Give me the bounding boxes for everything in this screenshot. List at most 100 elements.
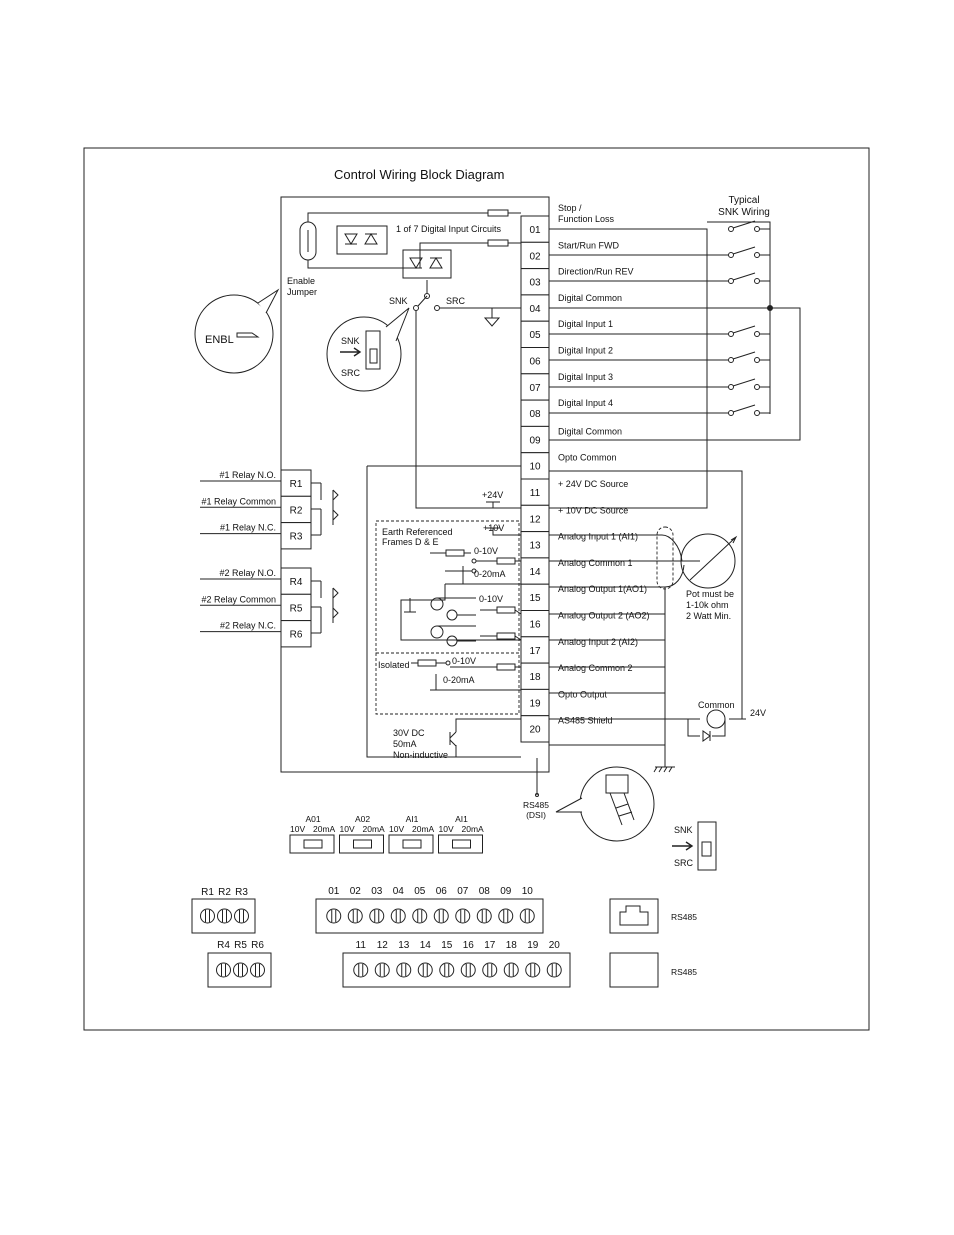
terminal-label: + 10V DC Source [558,505,628,515]
opto-rating-1: 30V DC [393,728,425,738]
terminal-block [342,952,571,988]
frames-label: Frames D & E [382,537,439,547]
block-terminal-label: 08 [479,886,491,897]
block-terminal-label: 15 [441,940,453,951]
terminal-label: Stop / [558,203,582,213]
switch-lever [732,246,756,255]
relay-label: #2 Relay N.O. [219,568,276,578]
block-terminal-label: R1 [201,887,214,898]
common-label: Common [698,700,735,710]
dip-switch-slider [452,839,471,849]
terminal-box [520,373,550,401]
terminal-box [520,610,550,638]
terminal-number: 05 [529,330,541,341]
block-terminal-label: R3 [235,887,248,898]
block-terminal-label: 13 [398,940,410,951]
rs485-dsi-label: RS485 [523,800,549,810]
screw-icon[interactable] [482,962,498,978]
src-bottom-label: SRC [674,858,694,868]
screw-icon[interactable] [412,908,428,924]
screw-icon[interactable] [250,962,265,978]
screw-icon[interactable] [433,908,449,924]
screw-icon[interactable] [233,962,248,978]
dip-switch-name: AI1 [455,814,468,824]
rs485-port-2[interactable] [609,952,659,988]
screw-icon[interactable] [503,962,519,978]
rs485-port-label-2: RS485 [671,967,697,977]
terminal-label: Analog Output 1(AO1) [558,584,647,594]
relay-terminal-id: R4 [290,577,303,588]
screw-icon[interactable] [455,908,471,924]
screw-icon[interactable] [200,908,215,924]
enbl-label: ENBL [205,334,234,346]
relay-label: #1 Relay Common [201,496,276,506]
screw-icon[interactable] [390,908,406,924]
screw-icon[interactable] [234,908,249,924]
switch-lever [732,272,756,281]
block-terminal-label: 04 [393,886,405,897]
screw-icon[interactable] [396,962,412,978]
screw-icon[interactable] [476,908,492,924]
terminal-box [520,715,550,743]
relay-terminal-id: R1 [290,479,303,490]
ai1-current-label: 0-20mA [474,569,506,579]
screw-icon[interactable] [546,962,562,978]
screw-icon[interactable] [417,962,433,978]
screw-icon[interactable] [353,962,369,978]
dip-switch[interactable] [388,834,434,854]
screw-icon[interactable] [347,908,363,924]
screw-icon[interactable] [374,962,390,978]
screw-icon[interactable] [519,908,535,924]
terminal-label: Digital Input 4 [558,398,613,408]
ai2-current-label: 0-20mA [443,675,475,685]
potentiometer-icon [680,533,736,589]
block-terminal-label: 16 [463,940,475,951]
screw-icon[interactable] [525,962,541,978]
snk-label: SNK [389,296,408,306]
terminal-number: 01 [529,225,541,236]
terminal-block [191,898,256,934]
dip-switch-lo: 10V [290,824,305,834]
terminal-label: Digital Input 3 [558,372,613,382]
src-label: SRC [446,296,466,306]
relay-terminal-id: R2 [290,505,303,516]
ai2-voltage-label: 0-10V [452,656,476,666]
terminal-number: 16 [529,620,541,631]
dip-switch[interactable] [339,834,384,854]
switch-contact [754,384,760,390]
rs485-port-label: RS485 [671,912,697,922]
diagram-title: Control Wiring Block Diagram [334,167,505,182]
terminal-box [520,531,550,559]
rs485-port[interactable] [609,898,659,934]
terminal-number: 08 [529,409,541,420]
terminal-label: Analog Common 1 [558,558,633,568]
opto-coupler-icon [336,225,388,255]
dip-switch[interactable] [438,834,483,854]
screw-icon[interactable] [439,962,455,978]
terminal-label: Analog Common 2 [558,663,633,673]
terminal-block [207,952,272,988]
screw-icon[interactable] [498,908,514,924]
switch-lever [732,378,756,387]
screw-icon[interactable] [216,962,231,978]
screw-icon[interactable] [326,908,342,924]
dip-switch-name: A02 [355,814,370,824]
dip-switch[interactable] [289,834,335,854]
switch-lever [732,325,756,334]
switch-lever [732,351,756,360]
screw-icon[interactable] [369,908,385,924]
enable-jumper-label: Enable [287,276,315,286]
block-terminal-label: 09 [500,886,512,897]
screw-icon[interactable] [460,962,476,978]
load-icon [706,709,726,729]
screw-icon[interactable] [217,908,232,924]
enbl-callout [194,294,274,374]
terminal-box [520,688,550,717]
dip-switch-lo: 10V [439,824,454,834]
block-terminal-label: 06 [436,886,448,897]
snk-src-callout [326,316,402,392]
dip-switch-lo: 10V [389,824,404,834]
